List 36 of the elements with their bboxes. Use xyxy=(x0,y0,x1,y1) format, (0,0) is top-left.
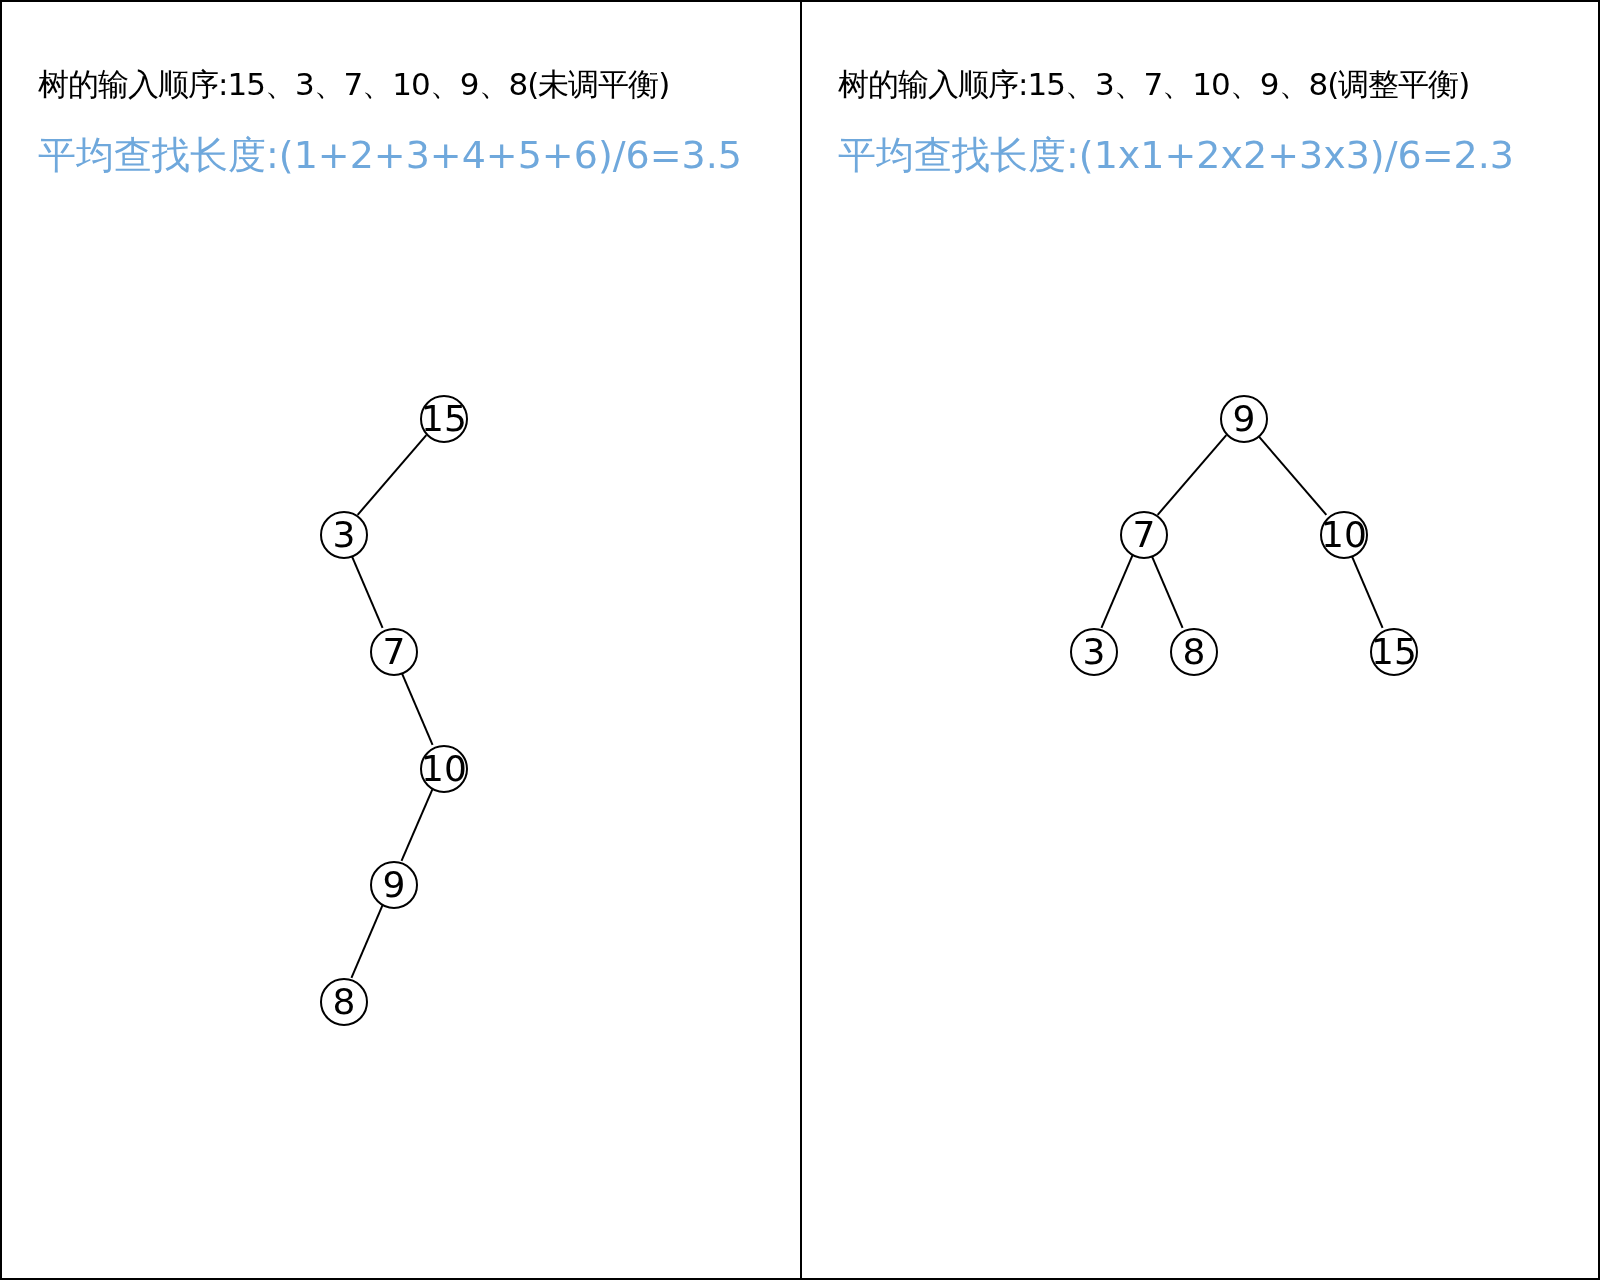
tree-edge xyxy=(356,434,428,516)
tree-node xyxy=(1170,628,1218,676)
panel xyxy=(800,0,1600,1280)
formula-text: 平均查找长度:(1+2+3+4+5+6)/6=3.5 xyxy=(38,132,742,179)
node-value: 15 xyxy=(1371,634,1417,670)
tree-node xyxy=(420,395,468,443)
node-value: 7 xyxy=(382,634,406,670)
tree-node xyxy=(420,745,468,793)
tree-node xyxy=(1220,395,1268,443)
tree-node xyxy=(320,511,368,559)
tree-edge xyxy=(1100,554,1134,629)
node-value: 9 xyxy=(382,867,406,903)
node-value: 3 xyxy=(1082,634,1106,670)
heading: 树的输入顺序:15、3、7、10、9、8(调整平衡) xyxy=(838,65,1470,104)
heading: 树的输入顺序:15、3、7、10、9、8(未调平衡) xyxy=(38,65,670,104)
node-value: 8 xyxy=(1182,634,1206,670)
tree-node xyxy=(370,861,418,909)
tree-edge xyxy=(400,788,434,862)
tree-node xyxy=(320,978,368,1026)
tree-node xyxy=(1320,511,1368,559)
node-value: 8 xyxy=(332,984,356,1020)
tree-edge xyxy=(350,904,384,979)
node-value: 10 xyxy=(421,751,467,787)
tree-node xyxy=(1070,628,1118,676)
tree-node xyxy=(1120,511,1168,559)
node-value: 15 xyxy=(421,401,467,437)
formula-text: 平均查找长度:(1x1+2x2+3x3)/6=2.3 xyxy=(838,132,1514,179)
node-value: 3 xyxy=(332,517,356,553)
tree-node xyxy=(370,628,418,676)
node-value: 9 xyxy=(1232,401,1256,437)
node-value: 10 xyxy=(1321,517,1367,553)
node-value: 7 xyxy=(1132,517,1156,553)
tree-edge xyxy=(1256,434,1328,516)
panel xyxy=(0,0,802,1280)
tree-node xyxy=(1370,628,1418,676)
tree-edge xyxy=(1156,434,1228,516)
